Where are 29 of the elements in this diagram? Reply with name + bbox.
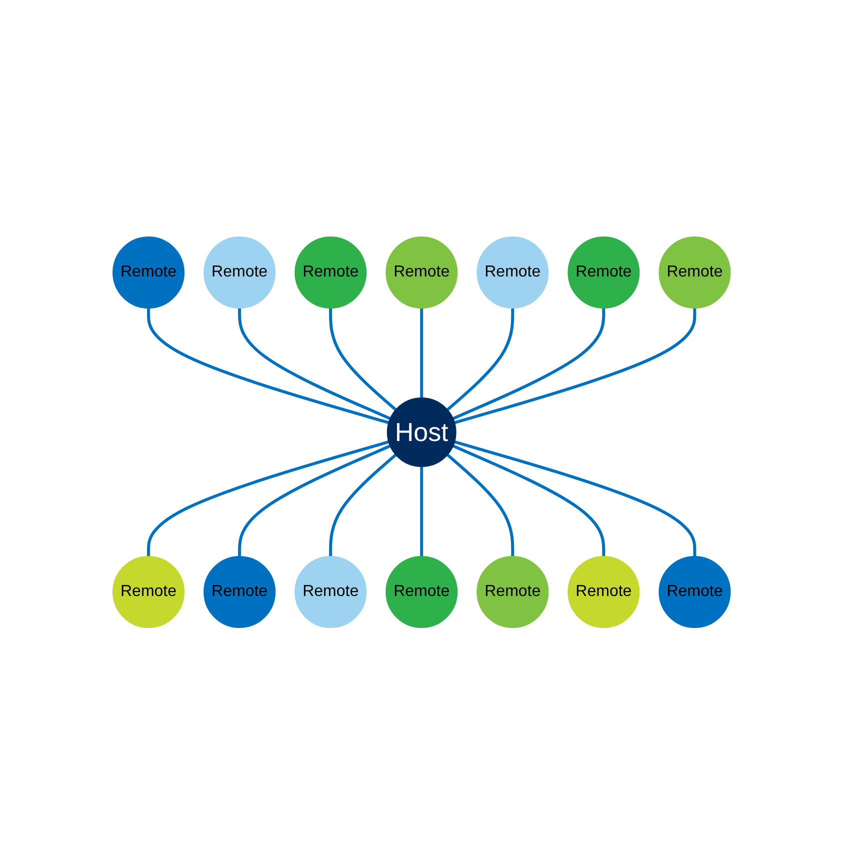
connector [238, 444, 392, 557]
connector [420, 308, 424, 398]
connector [446, 454, 515, 557]
connector [238, 308, 392, 420]
connector [452, 308, 606, 420]
connector [452, 444, 606, 557]
node-circle: Remote [659, 236, 732, 309]
node-circle: Remote [112, 556, 185, 628]
connector [147, 440, 390, 557]
node-circle: Remote [477, 556, 550, 628]
node-circle: Remote [568, 236, 640, 309]
connector [454, 308, 697, 424]
node-circle: Remote [477, 236, 550, 309]
connector [420, 466, 424, 557]
node-circle: Remote [659, 556, 732, 628]
connector [446, 308, 515, 412]
node-circle: Remote [204, 236, 276, 309]
node-circle: Remote [386, 556, 458, 628]
connector [329, 308, 398, 412]
node-circle: Remote [386, 236, 458, 309]
node-circle: Remote [294, 556, 367, 628]
connector [329, 454, 398, 557]
node-circle: Remote [112, 236, 185, 309]
node-circle: Host [387, 398, 457, 468]
node-circle: Remote [294, 236, 367, 309]
connector [454, 440, 697, 557]
node-circle: Remote [568, 556, 640, 628]
connector [147, 308, 390, 424]
node-circle: Remote [204, 556, 276, 628]
